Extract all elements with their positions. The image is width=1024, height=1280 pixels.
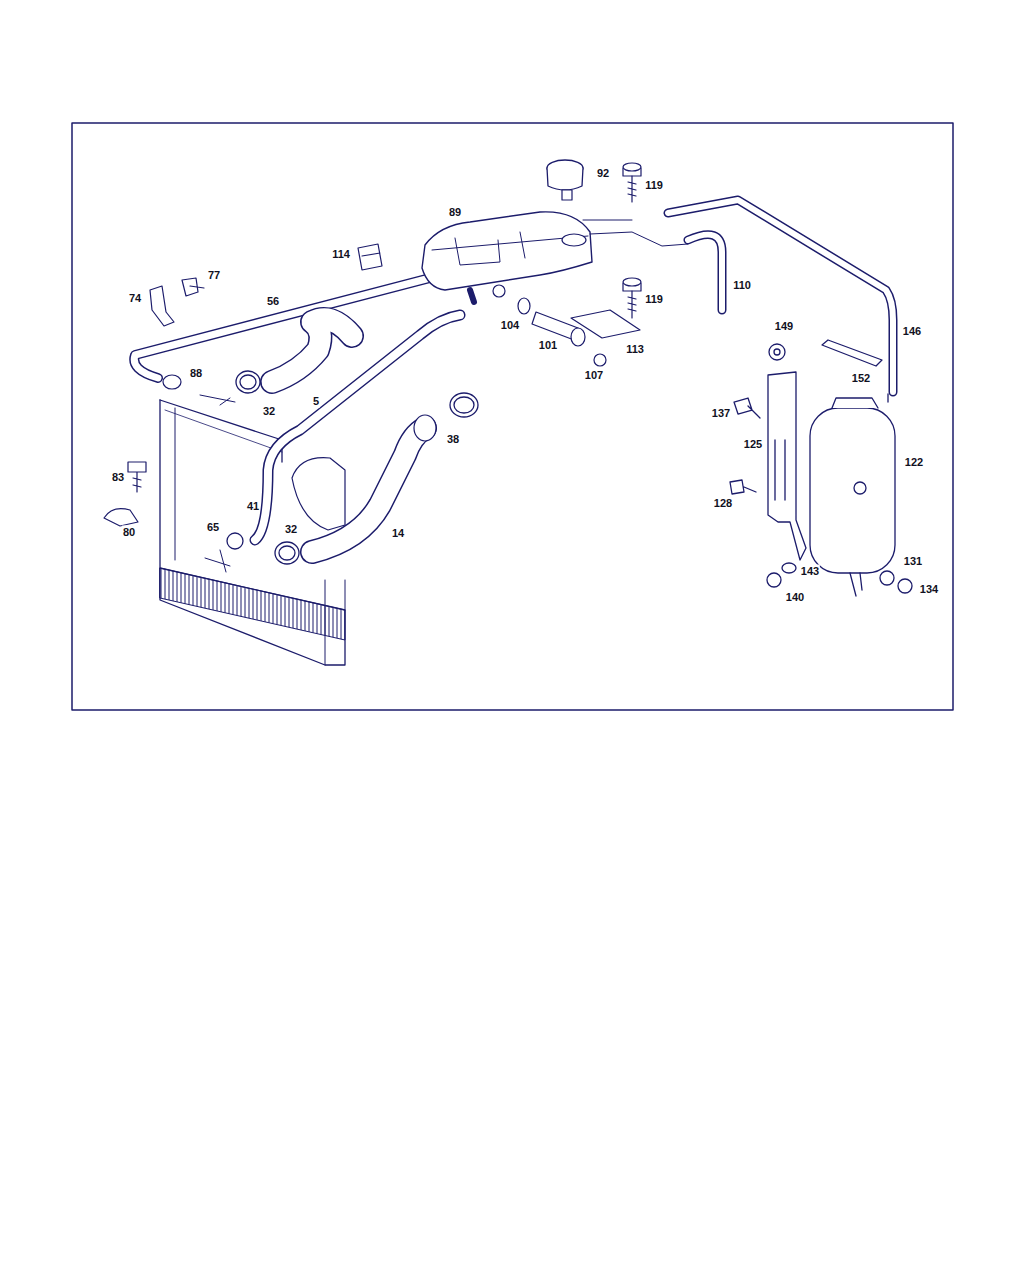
callout-number: 65 (206, 521, 220, 534)
callout-number: 74 (128, 292, 142, 305)
callout-number: 14 (391, 527, 405, 540)
callout-number: 41 (246, 500, 260, 513)
callout-number: 122 (904, 456, 924, 469)
callout-number: 119 (644, 179, 664, 192)
callout-number: 32 (284, 523, 298, 536)
callout-number: 137 (711, 407, 731, 420)
callout-number: 128 (713, 497, 733, 510)
callout-number: 113 (625, 343, 645, 356)
callout-number: 146 (902, 325, 922, 338)
callout-number: 152 (851, 372, 871, 385)
callout-number: 104 (500, 319, 520, 332)
callout-number: 92 (596, 167, 610, 180)
callout-number: 56 (266, 295, 280, 308)
callout-number: 131 (903, 555, 923, 568)
callout-number: 77 (207, 269, 221, 282)
callout-number: 143 (800, 565, 820, 578)
callout-number: 140 (785, 591, 805, 604)
callout-number: 5 (312, 395, 320, 408)
callout-number: 110 (732, 279, 752, 292)
callout-number: 107 (584, 369, 604, 382)
callout-number: 101 (538, 339, 558, 352)
callout-number: 80 (122, 526, 136, 539)
parts-drawing (72, 123, 953, 710)
callout-number: 88 (189, 367, 203, 380)
callout-number: 114 (331, 248, 351, 261)
callout-number: 32 (262, 405, 276, 418)
callout-number: 89 (448, 206, 462, 219)
callout-number: 134 (919, 583, 939, 596)
callout-number: 149 (774, 320, 794, 333)
callout-number: 38 (446, 433, 460, 446)
callout-number: 119 (644, 293, 664, 306)
callout-number: 125 (743, 438, 763, 451)
callout-number: 83 (111, 471, 125, 484)
